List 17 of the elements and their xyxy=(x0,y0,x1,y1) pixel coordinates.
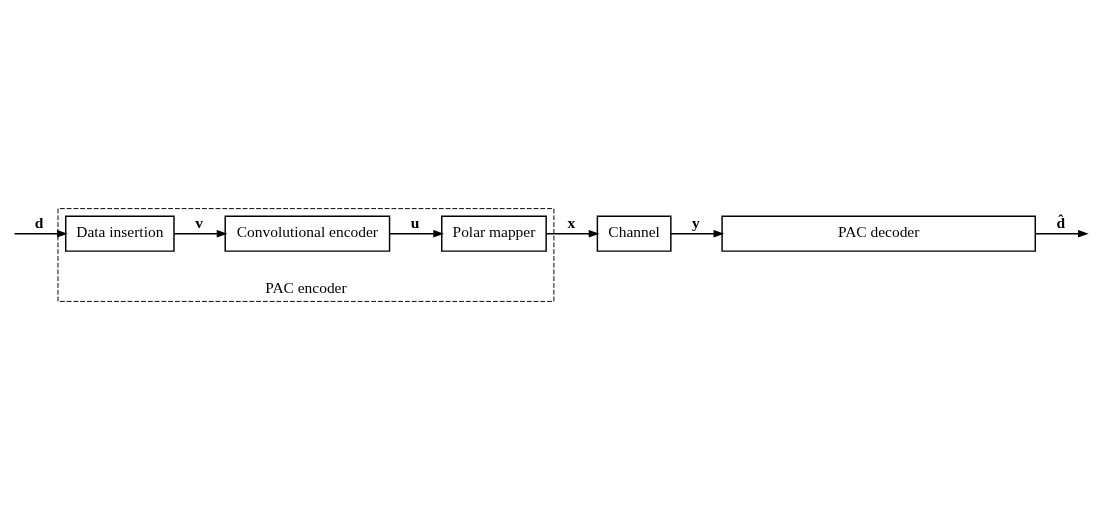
arrow xyxy=(1034,230,1089,238)
node-box: Polar mapper xyxy=(441,215,547,252)
edge-label: v xyxy=(195,213,203,231)
arrow xyxy=(173,230,228,238)
node-box: Data insertion xyxy=(65,215,175,252)
node-box: Convolutional encoder xyxy=(224,215,391,252)
arrow xyxy=(545,230,600,238)
edge-label: d̂ xyxy=(1056,213,1066,231)
edge-label: d xyxy=(34,213,44,231)
arrow xyxy=(670,230,725,238)
edge-label: u xyxy=(410,213,420,231)
edge-label: y xyxy=(692,213,700,231)
edge-label: x xyxy=(567,213,576,231)
arrow xyxy=(388,230,444,238)
arrow xyxy=(13,230,68,238)
node-box: PAC decoder xyxy=(721,215,1036,252)
node-box: Channel xyxy=(596,215,672,252)
